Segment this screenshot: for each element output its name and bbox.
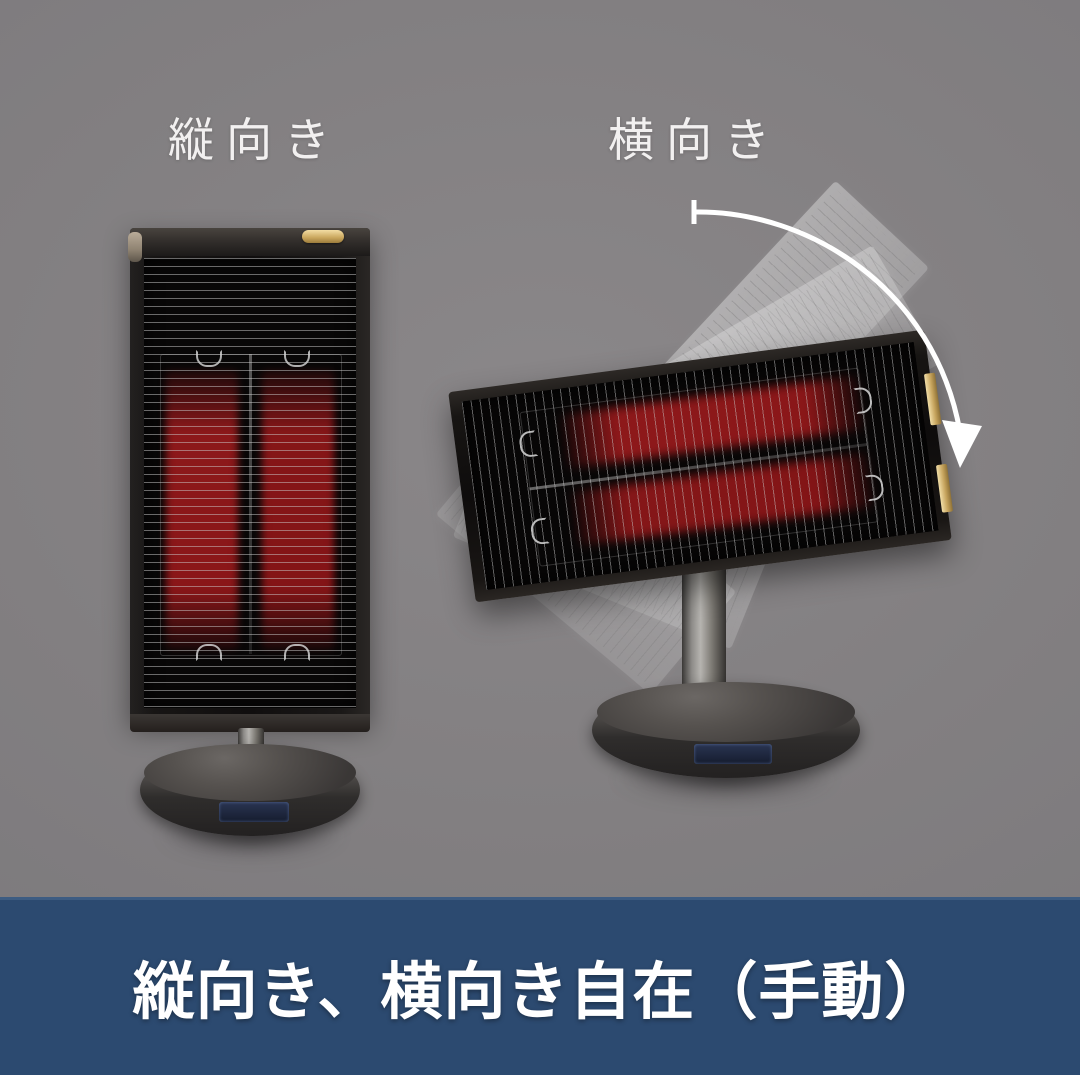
feature-banner-text: 縦向き、横向き自在（手動） — [132, 958, 948, 1027]
feature-banner: 縦向き、横向き自在（手動） — [0, 897, 1080, 1075]
vertical-heater-corner-trim — [128, 232, 142, 262]
vertical-grille-slats — [144, 258, 356, 708]
horizontal-grille-slats — [461, 342, 939, 590]
horizontal-heater-base — [592, 682, 860, 778]
vertical-heater-body — [128, 228, 370, 720]
horizontal-heater-grille-window — [461, 342, 939, 590]
horizontal-heater-gold-accent-lower — [935, 463, 954, 513]
horizontal-heater-body — [448, 329, 954, 603]
vertical-heater-product — [112, 228, 392, 872]
vertical-base-display-panel — [219, 802, 290, 822]
horizontal-heater-product — [430, 180, 1000, 820]
horizontal-base-display-panel — [693, 744, 772, 764]
horizontal-heater-gold-accent-upper — [923, 372, 942, 426]
horizontal-base-top-surface — [597, 682, 855, 742]
vertical-orientation-label: 縦向き — [168, 114, 342, 166]
vertical-heater-handle-knob — [302, 230, 344, 243]
vertical-heater-grille-window — [144, 258, 356, 708]
horizontal-orientation-label: 横向き — [608, 114, 782, 166]
horizontal-heater-pole — [682, 566, 726, 696]
vertical-heater-base — [140, 744, 360, 836]
vertical-heater-foot — [130, 714, 370, 732]
vertical-base-top-surface — [144, 744, 356, 802]
